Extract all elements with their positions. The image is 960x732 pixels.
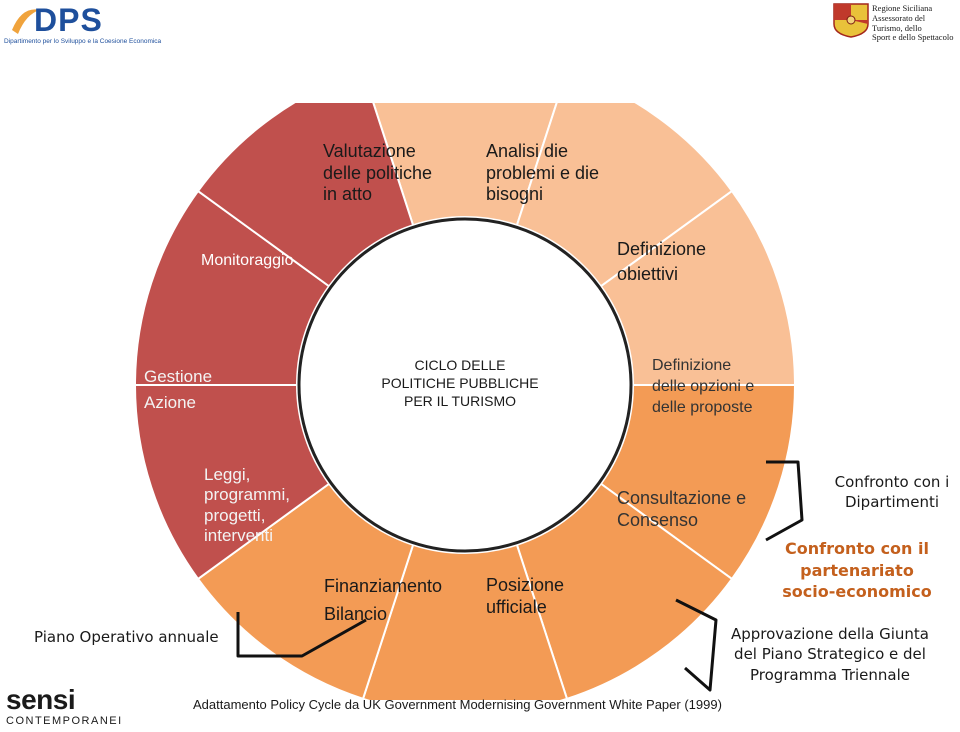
sensi-contemporanei-logo: sensi CONTEMPORANEI [6,684,126,730]
segment-label-leggi: Leggi, programmi, progetti, interventi [204,465,290,546]
segment-label-monitoraggio: Monitoraggio [201,252,294,269]
annotation-piano-operativo: Piano Operativo annuale [34,628,219,646]
cycle-hub [297,217,633,553]
bracket-piano-operativo [236,612,367,658]
segment-label-analisi: Analisi die problemi e die bisogni [486,141,600,205]
sensi-logo-word: sensi [6,684,76,715]
dps-logo-text: DPS [34,2,103,38]
region-logo: Regione Siciliana Assessorato del Turism… [832,2,956,42]
segment-label-definizione-opzioni: Definizione delle opzioni e delle propos… [652,357,755,416]
segment-label-finanziamento: Finanziamento Bilancio [324,576,443,624]
dps-logo: DPS Dipartimento per lo Sviluppo e la Co… [4,2,161,50]
segment-label-valutazione: Valutazione delle politiche in atto [323,141,433,205]
ring-segment-monitoraggio [196,103,415,288]
bracket-approvazione [675,598,718,692]
region-text: Regione Siciliana Assessorato del Turism… [872,3,954,43]
dps-subtitle: Dipartimento per lo Sviluppo e la Coesio… [4,38,162,45]
segment-label-consultazione: Consultazione e Consenso [617,488,747,530]
annotation-confronto-dipartimenti: Confronto con i Dipartimenti [834,473,950,512]
dps-swoosh-icon [12,9,40,34]
trinacria-shield-icon [833,3,869,38]
segment-label-gestione: Gestione Azione [144,367,213,412]
source-caption: Adattamento Policy Cycle da UK Governmen… [193,697,722,712]
ring-segment-valutazione [372,103,558,227]
annotation-confronto-partenariato: Confronto con il partenariato socio-econ… [782,539,932,602]
contemporanei-logo-word: CONTEMPORANEI [6,715,123,727]
segment-label-posizione: Posizione ufficiale [486,575,565,617]
bracket-confronto-dipartimenti [765,460,804,542]
segment-label-definizione-obiettivi: Definizione obiettivi [617,239,707,285]
cycle-center-label: CICLO DELLE POLITICHE PUBBLICHE PER IL T… [381,357,539,410]
annotation-approvazione: Approvazione della Giunta del Piano Stra… [730,625,930,684]
